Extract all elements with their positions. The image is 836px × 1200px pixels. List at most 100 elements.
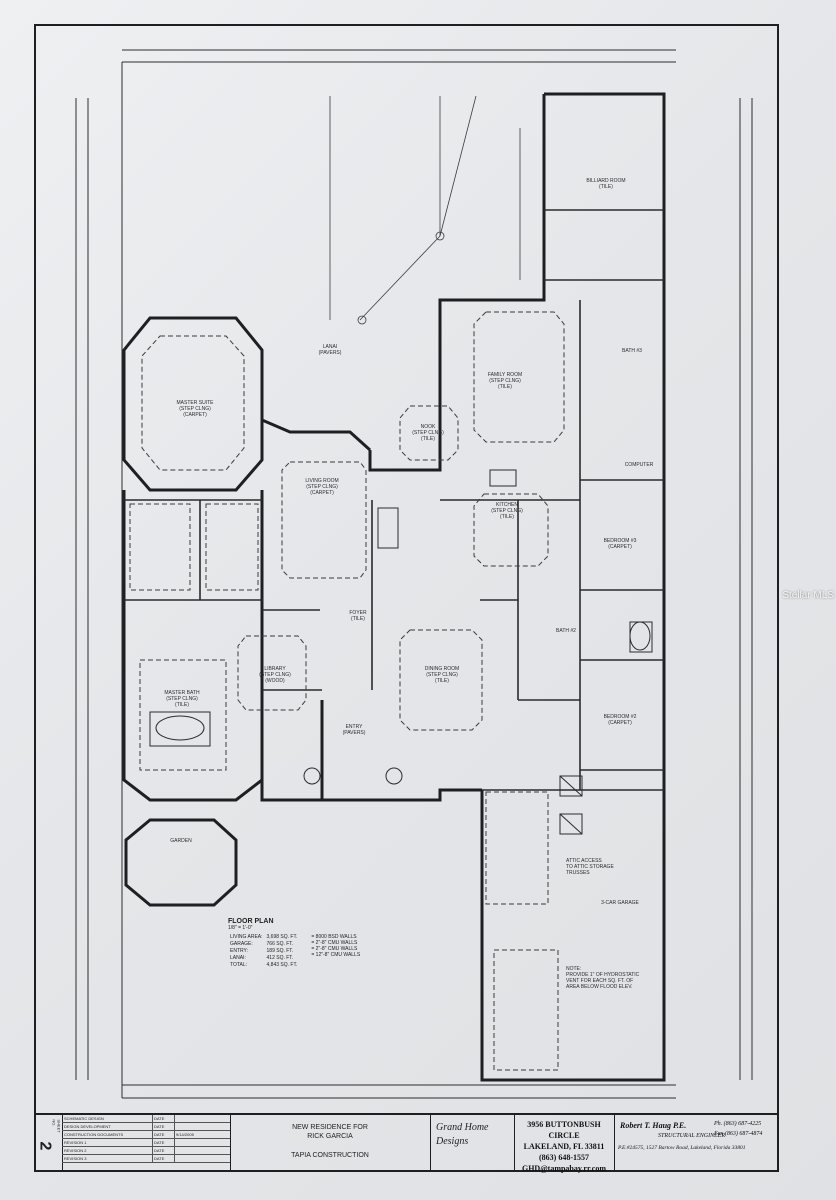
room-master-suite: MASTER SUITE (STEP CLNG) (CARPET) bbox=[160, 400, 230, 418]
wall-legend: = 8000 BSD WALLS = 2"-8" CMU WALLS = 2"-… bbox=[311, 934, 360, 969]
sheet-number: 2 bbox=[36, 1141, 54, 1151]
project-line: NEW RESIDENCE FOR bbox=[292, 1124, 368, 1131]
room-garden: GARDEN bbox=[156, 838, 206, 844]
room-label: COMPUTER bbox=[624, 462, 654, 468]
company-logo: Grand Home Designs bbox=[430, 1115, 515, 1172]
revision-item: REVISION 2 bbox=[62, 1147, 153, 1154]
revision-item: DESIGN DEVELOPMENT bbox=[62, 1123, 153, 1130]
room-label: 3-CAR GARAGE bbox=[601, 900, 639, 906]
engineer-phone: Ph. (863) 687-4225 bbox=[714, 1121, 762, 1127]
area-label: ENTRY: bbox=[230, 948, 248, 954]
sheet-border bbox=[34, 24, 779, 1172]
room-label: DINING ROOM bbox=[424, 666, 460, 672]
wall-legend-item: = 8000 BSD WALLS bbox=[311, 934, 357, 940]
room-library: LIBRARY (STEP CLNG) (WOOD) bbox=[250, 666, 300, 684]
watermark: Stellar MLS bbox=[782, 590, 834, 601]
engineer-fax: Fax (863) 687-4874 bbox=[714, 1131, 763, 1137]
area-value: 766 SQ. FT. bbox=[266, 941, 294, 947]
revision-item: REVISION 3 bbox=[62, 1155, 153, 1162]
floor-plan-legend: FLOOR PLAN 1/8" = 1'-0" LIVING AREA:3,69… bbox=[228, 918, 428, 969]
revision-date bbox=[175, 1155, 230, 1162]
revision-col: DATE bbox=[153, 1131, 175, 1138]
room-bath2: BATH #2 bbox=[548, 628, 584, 634]
revision-col: DATE bbox=[153, 1123, 175, 1130]
room-bedroom3: BEDROOM #3 (CARPET) bbox=[590, 538, 650, 550]
company-address: 3956 BUTTONBUSH CIRCLE LAKELAND, FL 3381… bbox=[514, 1115, 615, 1173]
room-label: MASTER SUITE bbox=[176, 400, 214, 406]
area-value: 412 SQ. FT. bbox=[266, 955, 294, 961]
room-master-bath: MASTER BATH (STEP CLNG) (TILE) bbox=[152, 690, 212, 708]
room-sublabel: (STEP CLNG) (TILE) bbox=[426, 672, 458, 684]
sheet-number-box: SHEET NO. 2 bbox=[36, 1115, 63, 1172]
area-value: 3,698 SQ. FT. bbox=[266, 934, 298, 940]
area-label: LANAI: bbox=[230, 955, 246, 961]
legend-title: FLOOR PLAN bbox=[228, 918, 274, 925]
area-table: LIVING AREA:3,698 SQ. FT. GARAGE: 766 SQ.… bbox=[228, 934, 299, 969]
revision-col: DATE bbox=[153, 1155, 175, 1162]
room-label: BEDROOM #3 bbox=[603, 538, 637, 544]
area-label: GARAGE: bbox=[230, 941, 253, 947]
room-sublabel: (CARPET) bbox=[608, 720, 632, 726]
project-client: RICK GARCIA bbox=[307, 1133, 353, 1140]
room-label: FOYER bbox=[349, 610, 367, 616]
revision-col: DATE bbox=[153, 1115, 175, 1122]
revision-item: REVISION 1 bbox=[62, 1139, 153, 1146]
revision-date bbox=[175, 1123, 230, 1130]
area-row: LIVING AREA:3,698 SQ. FT. bbox=[228, 934, 299, 941]
room-sublabel: (STEP CLNG) (TILE) bbox=[489, 378, 521, 390]
revision-date bbox=[175, 1115, 230, 1122]
room-billiard: BILLIARD ROOM (TILE) bbox=[576, 178, 636, 190]
room-label: BATH #3 bbox=[622, 348, 642, 354]
revision-date: 9/14/2005 bbox=[176, 1132, 194, 1137]
room-bath3: BATH #3 bbox=[612, 348, 652, 354]
wall-legend-item: = 2"-8" CMU WALLS bbox=[311, 946, 358, 952]
room-label: KITCHEN bbox=[496, 502, 518, 508]
wall-legend-item: = 12"-8" CMU WALLS bbox=[311, 952, 361, 958]
room-foyer: FOYER (TILE) bbox=[338, 610, 378, 622]
room-sublabel: (STEP CLNG) (WOOD) bbox=[259, 672, 291, 684]
legend-scale: 1/8" = 1'-0" bbox=[228, 925, 253, 931]
area-row: LANAI: 412 SQ. FT. bbox=[228, 955, 299, 962]
engineer-title: STRUCTURAL ENGINEER bbox=[658, 1133, 726, 1139]
area-label: LIVING AREA: bbox=[230, 934, 263, 940]
room-sublabel: (PAVERS) bbox=[342, 730, 366, 736]
room-label: BILLIARD ROOM bbox=[586, 178, 626, 184]
area-row: ENTRY: 189 SQ. FT. bbox=[228, 948, 299, 955]
room-label: BEDROOM #2 bbox=[603, 714, 637, 720]
engineer-name: Robert T. Haug P.E. bbox=[620, 1121, 687, 1130]
sheet-label: SHEET NO. bbox=[51, 1119, 62, 1133]
room-sublabel: (CARPET) bbox=[608, 544, 632, 550]
engineer-address: P.E.#24575, 1527 Bartow Road, Lakeland, … bbox=[618, 1145, 746, 1151]
revision-date bbox=[175, 1147, 230, 1154]
room-computer: COMPUTER bbox=[618, 462, 660, 468]
room-sublabel: (STEP CLNG) (TILE) bbox=[491, 508, 523, 520]
room-entry: ENTRY (PAVERS) bbox=[336, 724, 372, 736]
room-nook: NOOK (STEP CLNG) (TILE) bbox=[408, 424, 448, 442]
wall-legend-item: = 2"-8" CMU WALLS bbox=[311, 940, 358, 946]
room-dining: DINING ROOM (STEP CLNG) (TILE) bbox=[412, 666, 472, 684]
area-label: TOTAL: bbox=[230, 962, 248, 968]
room-label: NOOK bbox=[420, 424, 436, 430]
room-sublabel: (STEP CLNG) (CARPET) bbox=[306, 484, 338, 496]
room-bedroom2: BEDROOM #2 (CARPET) bbox=[590, 714, 650, 726]
address-phone: (863) 648-1557 bbox=[539, 1153, 589, 1162]
room-sublabel: (PAVERS) bbox=[318, 350, 342, 356]
address-line: 3956 BUTTONBUSH CIRCLE bbox=[527, 1120, 601, 1140]
area-value: 4,843 SQ. FT. bbox=[266, 962, 298, 968]
room-label: BATH #2 bbox=[556, 628, 576, 634]
area-value: 189 SQ. FT. bbox=[266, 948, 294, 954]
logo-text: Grand Home Designs bbox=[436, 1122, 489, 1147]
room-family: FAMILY ROOM (STEP CLNG) (TILE) bbox=[470, 372, 540, 390]
room-sublabel: (TILE) bbox=[599, 184, 613, 190]
hydrostatic-note: NOTE: PROVIDE 1" OF HYDROSTATIC VENT FOR… bbox=[566, 966, 640, 990]
room-label: GARDEN bbox=[170, 838, 192, 844]
revision-item: SCHEMATIC DESIGN bbox=[62, 1115, 153, 1122]
